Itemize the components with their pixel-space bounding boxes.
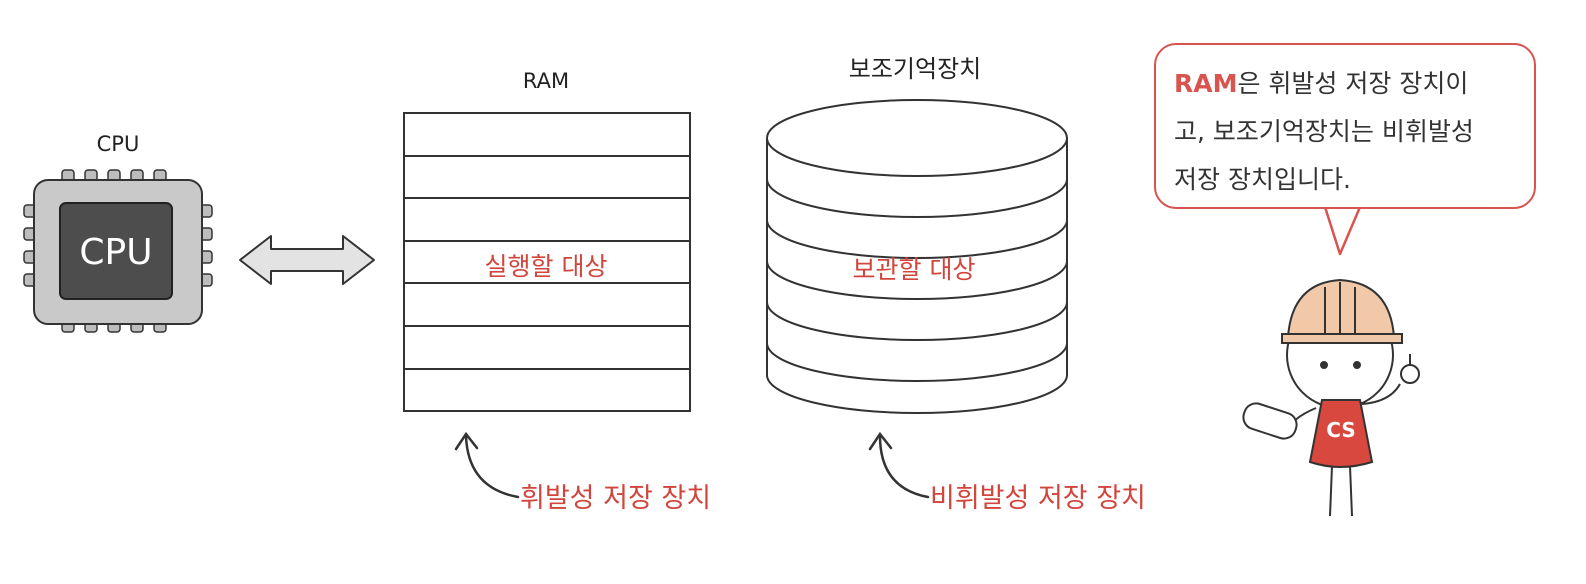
storage-caption: 비휘발성 저장 장치 xyxy=(930,483,1146,514)
curved-arrow-icon xyxy=(868,431,930,499)
bidirectional-arrow-icon xyxy=(239,235,375,285)
bubble-highlight: RAM xyxy=(1174,69,1238,98)
curved-arrow-icon xyxy=(454,431,520,499)
ram-block xyxy=(403,112,691,412)
ram-title: RAM xyxy=(523,69,569,93)
speech-bubble xyxy=(1154,43,1536,209)
ram-caption: 휘발성 저장 장치 xyxy=(520,483,711,514)
storage-inner-label: 보관할 대상 xyxy=(853,255,976,284)
speech-bubble-text: RAM은 휘발성 저장 장치이 고, 보조기억장치는 비휘발성 저장 장치입니다… xyxy=(1174,60,1524,204)
cpu-chip-icon xyxy=(23,169,213,333)
cpu-title: CPU xyxy=(97,132,140,156)
bubble-line-1: RAM은 휘발성 저장 장치이 xyxy=(1174,60,1524,108)
mascot-shirt-label: CS xyxy=(1326,418,1355,442)
cpu-chip-label: CPU xyxy=(79,232,152,273)
storage-cylinder-icon xyxy=(766,99,1068,414)
bubble-line-1-rest: 은 휘발성 저장 장치이 xyxy=(1237,69,1469,98)
bubble-line-2: 고, 보조기억장치는 비휘발성 xyxy=(1174,117,1474,146)
mascot-illustration xyxy=(1242,278,1420,517)
ram-inner-label: 실행할 대상 xyxy=(485,252,608,281)
speech-bubble-tail xyxy=(1323,206,1362,256)
storage-title: 보조기억장치 xyxy=(849,55,981,83)
bubble-line-3: 저장 장치입니다. xyxy=(1174,165,1351,194)
